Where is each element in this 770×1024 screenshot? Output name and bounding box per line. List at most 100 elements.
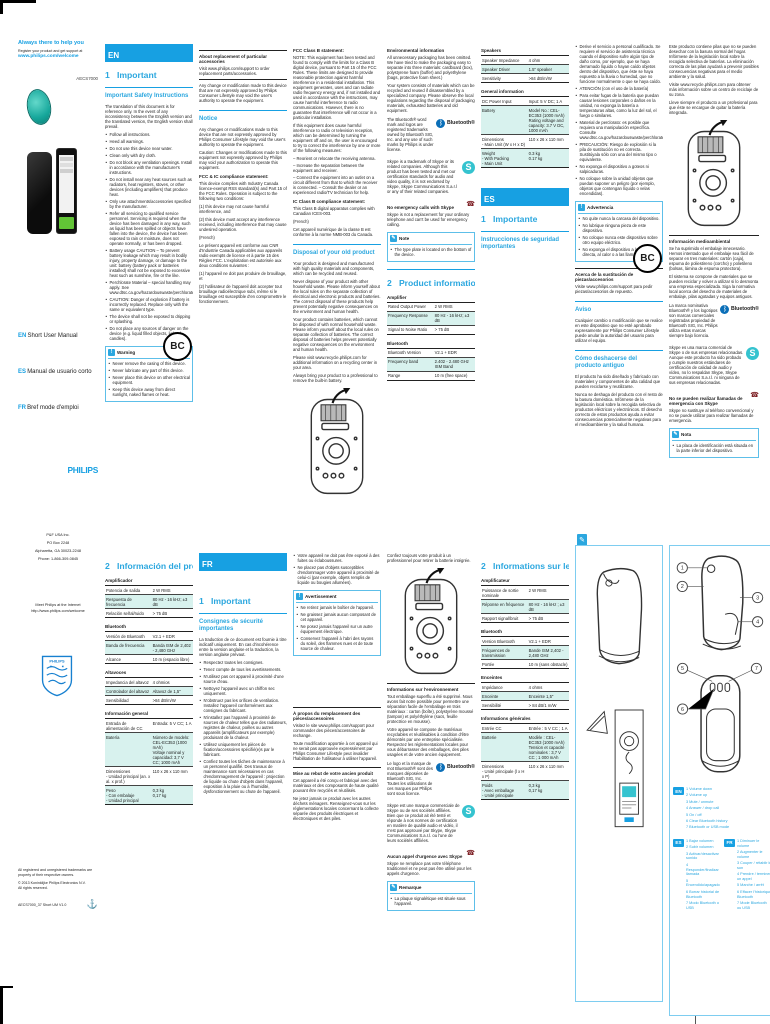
section-title: 2 Información del producto: [105, 561, 193, 571]
table-row: Dimensions - Main Unit (W x H x D)110 x …: [481, 134, 569, 149]
table-cell: Entrée CC: [481, 723, 528, 733]
list-item: Never lubricate any part of this device.: [108, 368, 190, 373]
list-item: Tenez compte de tous les avertissements.: [199, 667, 287, 672]
list-item: No exponga el dispositivo a la luz solar…: [578, 247, 660, 257]
subsection-title: No se pueden realizar llamadas de emerge…: [669, 396, 743, 406]
warning-title: Avertissement: [305, 594, 337, 599]
list-item: 6 Borrar historial de Bluetooth: [686, 889, 720, 899]
table-cell: Poids - Avec emballage - Unité principal…: [481, 780, 528, 800]
battery-removal-illustration: [687, 119, 741, 227]
list-item: 5 On / off: [686, 812, 702, 817]
table-label: Amplificador: [105, 578, 133, 583]
paragraph: La traduction de ce document est fournie…: [199, 637, 287, 657]
table-label: Información general: [105, 711, 149, 716]
bluetooth-icon: ᛒ: [436, 763, 446, 772]
table-cell: Batterie: [481, 732, 528, 762]
warning-header: Warning: [108, 349, 190, 359]
table-cell: 10 m (espacio libre): [151, 654, 193, 664]
table-cell: V2.1 + EDR: [527, 636, 569, 646]
list-item: 1 Bajar volumen: [686, 838, 714, 843]
table-cell: Potencia de salida: [105, 585, 152, 595]
subsection-title: Important Safety Instructions: [105, 93, 189, 99]
subsection-title: Informations sur l'environnement: [387, 683, 475, 692]
subsection-title: IC Class B compliance statement:: [293, 199, 366, 204]
divider: [199, 110, 287, 111]
list-item: P&F USA Inc.: [46, 533, 70, 537]
paragraph: Cet appareil a été conçu et fabriqué ave…: [293, 777, 379, 793]
table-cell: > 75 dB: [433, 324, 475, 334]
phone-icon: ☎: [466, 201, 475, 208]
bullet-list: Derive el servicio a personal cualificad…: [575, 44, 664, 196]
lang-code: ES: [18, 369, 27, 375]
list-item: Battery usage CAUTION – To prevent batte…: [105, 248, 193, 278]
device-side-view-illustration: [596, 567, 643, 665]
list-item: Follow all instructions.: [105, 132, 193, 137]
note-header: Note: [390, 235, 472, 245]
legend-tab-fr: FR: [724, 838, 735, 847]
table-cell: 4 ohms: [527, 682, 569, 692]
panel-es-product-info: 2 Información del producto Amplificador …: [105, 553, 193, 1010]
bluetooth-trademark-row: The Bluetooth® word mark and logos are r…: [387, 117, 475, 155]
list-item: Refer all servicing to qualified service…: [105, 211, 193, 246]
bluetooth-icon: ᛒ: [720, 305, 730, 314]
table-cell: 0,3 kg 0,17 kg: [151, 785, 193, 805]
table-cell: 110 x 26 x 110 mm: [151, 766, 193, 786]
list-item: N'utilisez pas cet appareil à proximité …: [199, 674, 287, 684]
svg-text:1: 1: [681, 566, 684, 572]
panel-cover: Always there to help you Register your p…: [18, 40, 98, 990]
paragraph: Se ha suprimido el embalaje innecesario.…: [669, 246, 754, 271]
list-item: Confiez toutes les tâches de maintenance…: [199, 759, 287, 794]
divider: [575, 349, 663, 351]
table-cell: Bande ISM 2,402 - 2,480 GHz: [527, 645, 569, 660]
panel-es-environment: Este producto contiene pilas que no se p…: [669, 44, 759, 541]
section-title: 2 Informations sur le produit: [481, 561, 569, 571]
table-cell: Modèle : CEL-EC353 (1000 mAh) Tension et…: [527, 732, 569, 762]
table-cell: Impedancia del altavoz: [105, 677, 152, 687]
skype-logo: S: [462, 805, 475, 818]
table-cell: 0.3 kg 0.17 kg: [527, 148, 569, 168]
crop-mark: [0, 0, 3, 14]
svg-text:6: 6: [681, 707, 684, 713]
philips-wordmark: PHILIPS: [67, 465, 98, 475]
panel-fr-environment: Confiez toujours votre produit à un prof…: [387, 553, 475, 1010]
table-row: Rapport signal/bruit> 75 dB: [481, 613, 569, 623]
cover-tagline: Always there to help you: [18, 40, 84, 46]
lang-tab-en: EN: [105, 44, 193, 62]
skype-logo: S: [462, 161, 475, 174]
battery-removal-illustration: [404, 567, 458, 675]
philips-shield-logo: PHILIPS: [41, 655, 73, 697]
divider: [481, 231, 569, 232]
bluetooth-icon: ᛒ: [436, 119, 446, 128]
accessories-illustration: [586, 709, 644, 828]
paragraph: Your product contains batteries, which c…: [293, 317, 379, 352]
paragraph: Nunca se deshaga del producto con el res…: [575, 391, 663, 427]
table-cell: Número de modelo: CEL-EC353 (1000 mAh) V…: [151, 732, 193, 767]
bullet-list: Votre appareil ne doit pas être exposé à…: [293, 553, 381, 585]
bluetooth-trademark-row: Le logo et la marque de mot Bluetooth® s…: [387, 761, 475, 799]
subsection-title: About replacement of particular accessor…: [199, 50, 287, 64]
section-title: 1 Important: [199, 596, 251, 606]
table-row: Sensitivity>84 dB/m/W: [481, 73, 569, 83]
crop-mark: [0, 986, 13, 988]
list-item: Alpharetta, GA 30023-2248: [34, 549, 82, 553]
list-item: Ne placez pas d'objets susceptibles d'en…: [293, 565, 381, 585]
section-title: 2 Product information: [387, 277, 475, 288]
paragraph: This Class B digital apparatus complies …: [293, 206, 375, 216]
paragraph: Cualquier cambio o modificación que se r…: [575, 317, 663, 343]
svg-text:5: 5: [681, 666, 684, 672]
